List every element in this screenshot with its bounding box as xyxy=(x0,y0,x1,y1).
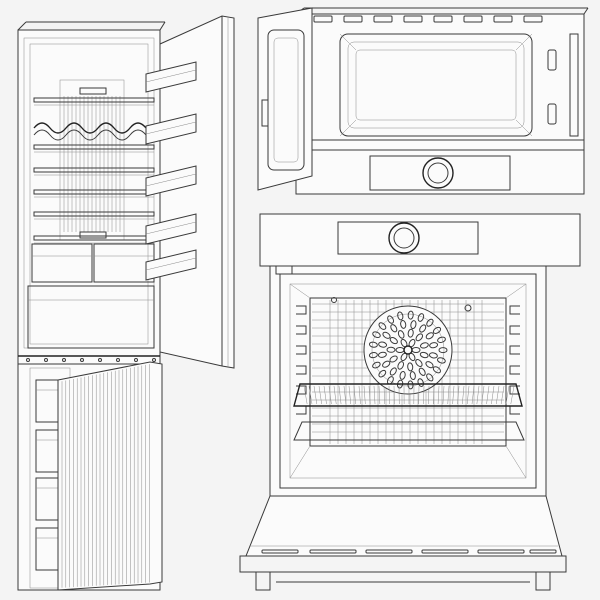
fridge-shelf xyxy=(33,211,155,217)
fridge-shelf xyxy=(33,144,155,150)
door-bin xyxy=(145,113,197,145)
oven-rail-left xyxy=(296,325,307,335)
freezer-door xyxy=(57,361,163,591)
oven-wire-rack xyxy=(293,383,523,407)
microwave-knob-icon xyxy=(422,157,454,189)
microwave xyxy=(257,7,589,195)
oven-tray xyxy=(293,421,525,441)
chiller-drawer xyxy=(27,285,155,349)
fridge-shelf xyxy=(33,97,155,103)
oven-fan-cover-icon xyxy=(363,305,453,395)
door-bin xyxy=(145,61,197,93)
fridge-light-icon xyxy=(79,87,107,95)
oven-rail-left xyxy=(296,345,307,355)
built-in-oven xyxy=(239,213,581,591)
door-bin xyxy=(145,165,197,197)
microwave-cavity xyxy=(339,33,533,137)
door-bin xyxy=(145,213,197,245)
oven-rail-right xyxy=(509,365,520,375)
oven-knob-icon xyxy=(388,222,420,254)
oven-back-panel xyxy=(309,297,507,447)
bottle-rack-icon xyxy=(33,122,147,134)
oven-rail-left xyxy=(296,385,307,395)
oven-rail-left xyxy=(296,305,307,315)
crisper-drawer-left xyxy=(31,243,93,283)
oven-rail-right xyxy=(509,385,520,395)
oven-door xyxy=(245,495,563,557)
oven-control-panel xyxy=(337,221,479,255)
door-bins xyxy=(145,61,197,281)
fridge-shelf xyxy=(33,167,155,173)
microwave-door xyxy=(257,7,313,191)
oven-rail-right xyxy=(509,305,520,315)
oven-rail-right xyxy=(509,345,520,355)
fridge-shelves xyxy=(33,97,155,244)
oven-rail-right xyxy=(509,325,520,335)
oven-cavity-frame xyxy=(279,273,537,489)
door-bin xyxy=(145,249,197,281)
fridge-freezer xyxy=(17,15,235,591)
oven-rail-left xyxy=(296,365,307,375)
microwave-control-panel xyxy=(369,155,511,191)
oven-door-handle xyxy=(239,555,567,573)
